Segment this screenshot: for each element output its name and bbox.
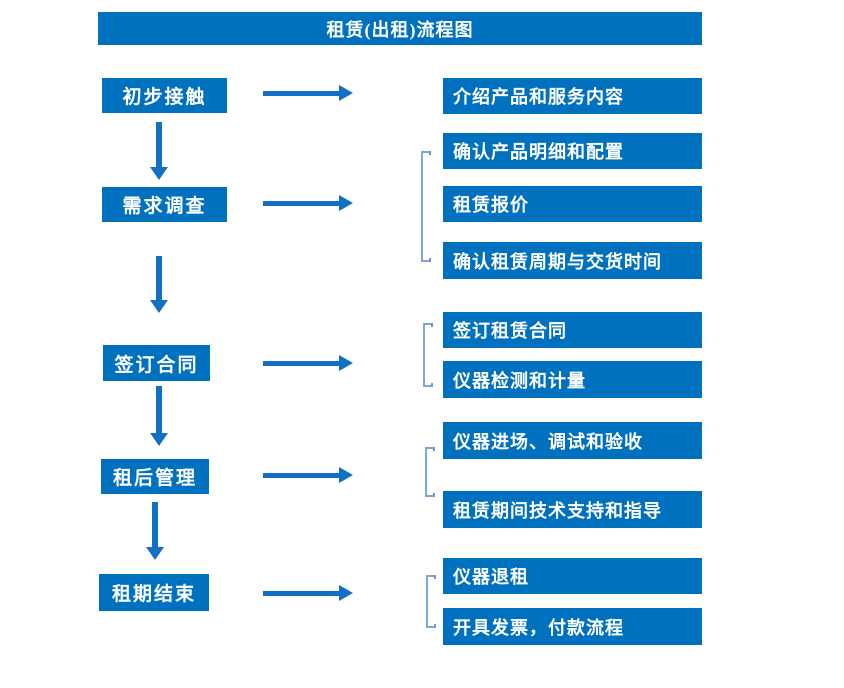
step-box-demand-survey: 需求调查	[102, 187, 227, 222]
arrow-head-icon	[339, 85, 353, 101]
detail-box-confirm-product-config: 确认产品明细和配置	[443, 133, 702, 169]
arrow-shaft	[156, 386, 162, 433]
detail-box-tech-support: 租赁期间技术支持和指导	[443, 491, 702, 528]
arrow-head-icon	[339, 467, 353, 483]
arrow-right-1	[263, 85, 353, 101]
bracket-group-rental-end	[426, 575, 436, 628]
arrow-right-2	[263, 195, 353, 211]
detail-box-sign-rental-contract: 签订租赁合同	[443, 312, 702, 348]
bracket-group-contract-signing	[423, 323, 433, 387]
arrow-head-icon	[146, 547, 164, 560]
arrow-shaft	[263, 472, 339, 478]
detail-box-invoice-payment: 开具发票，付款流程	[443, 608, 702, 645]
arrow-head-icon	[339, 195, 353, 211]
arrow-right-5	[263, 585, 353, 601]
detail-box-intro-products: 介绍产品和服务内容	[443, 78, 702, 114]
arrow-head-icon	[339, 585, 353, 601]
arrow-head-icon	[150, 433, 168, 446]
step-box-rental-end: 租期结束	[99, 574, 209, 611]
arrow-head-icon	[339, 355, 353, 371]
step-box-post-rental-management: 租后管理	[101, 459, 209, 494]
arrow-shaft	[156, 256, 162, 300]
bracket-group-demand-survey	[421, 151, 431, 262]
arrow-shaft	[156, 122, 162, 167]
detail-box-instrument-onsite: 仪器进场、调试和验收	[443, 422, 702, 459]
detail-box-rental-quote: 租赁报价	[443, 186, 702, 222]
arrow-down-4	[146, 502, 164, 560]
arrow-down-3	[150, 386, 168, 446]
step-box-initial-contact: 初步接触	[102, 78, 227, 113]
arrow-shaft	[152, 502, 158, 547]
arrow-shaft	[263, 90, 339, 96]
step-box-contract-signing: 签订合同	[103, 345, 210, 381]
detail-box-instrument-testing: 仪器检测和计量	[443, 361, 702, 398]
arrow-shaft	[263, 360, 339, 366]
arrow-down-1	[150, 122, 168, 180]
arrow-right-3	[263, 355, 353, 371]
bracket-group-post-rental	[425, 447, 435, 497]
arrow-shaft	[263, 200, 339, 206]
arrow-head-icon	[150, 300, 168, 313]
arrow-right-4	[263, 467, 353, 483]
arrow-shaft	[263, 590, 339, 596]
detail-box-instrument-return: 仪器退租	[443, 558, 702, 594]
arrow-head-icon	[150, 167, 168, 180]
flowchart-title: 租赁(出租)流程图	[98, 12, 702, 45]
detail-box-confirm-period-delivery: 确认租赁周期与交货时间	[443, 242, 702, 279]
arrow-down-2	[150, 256, 168, 313]
